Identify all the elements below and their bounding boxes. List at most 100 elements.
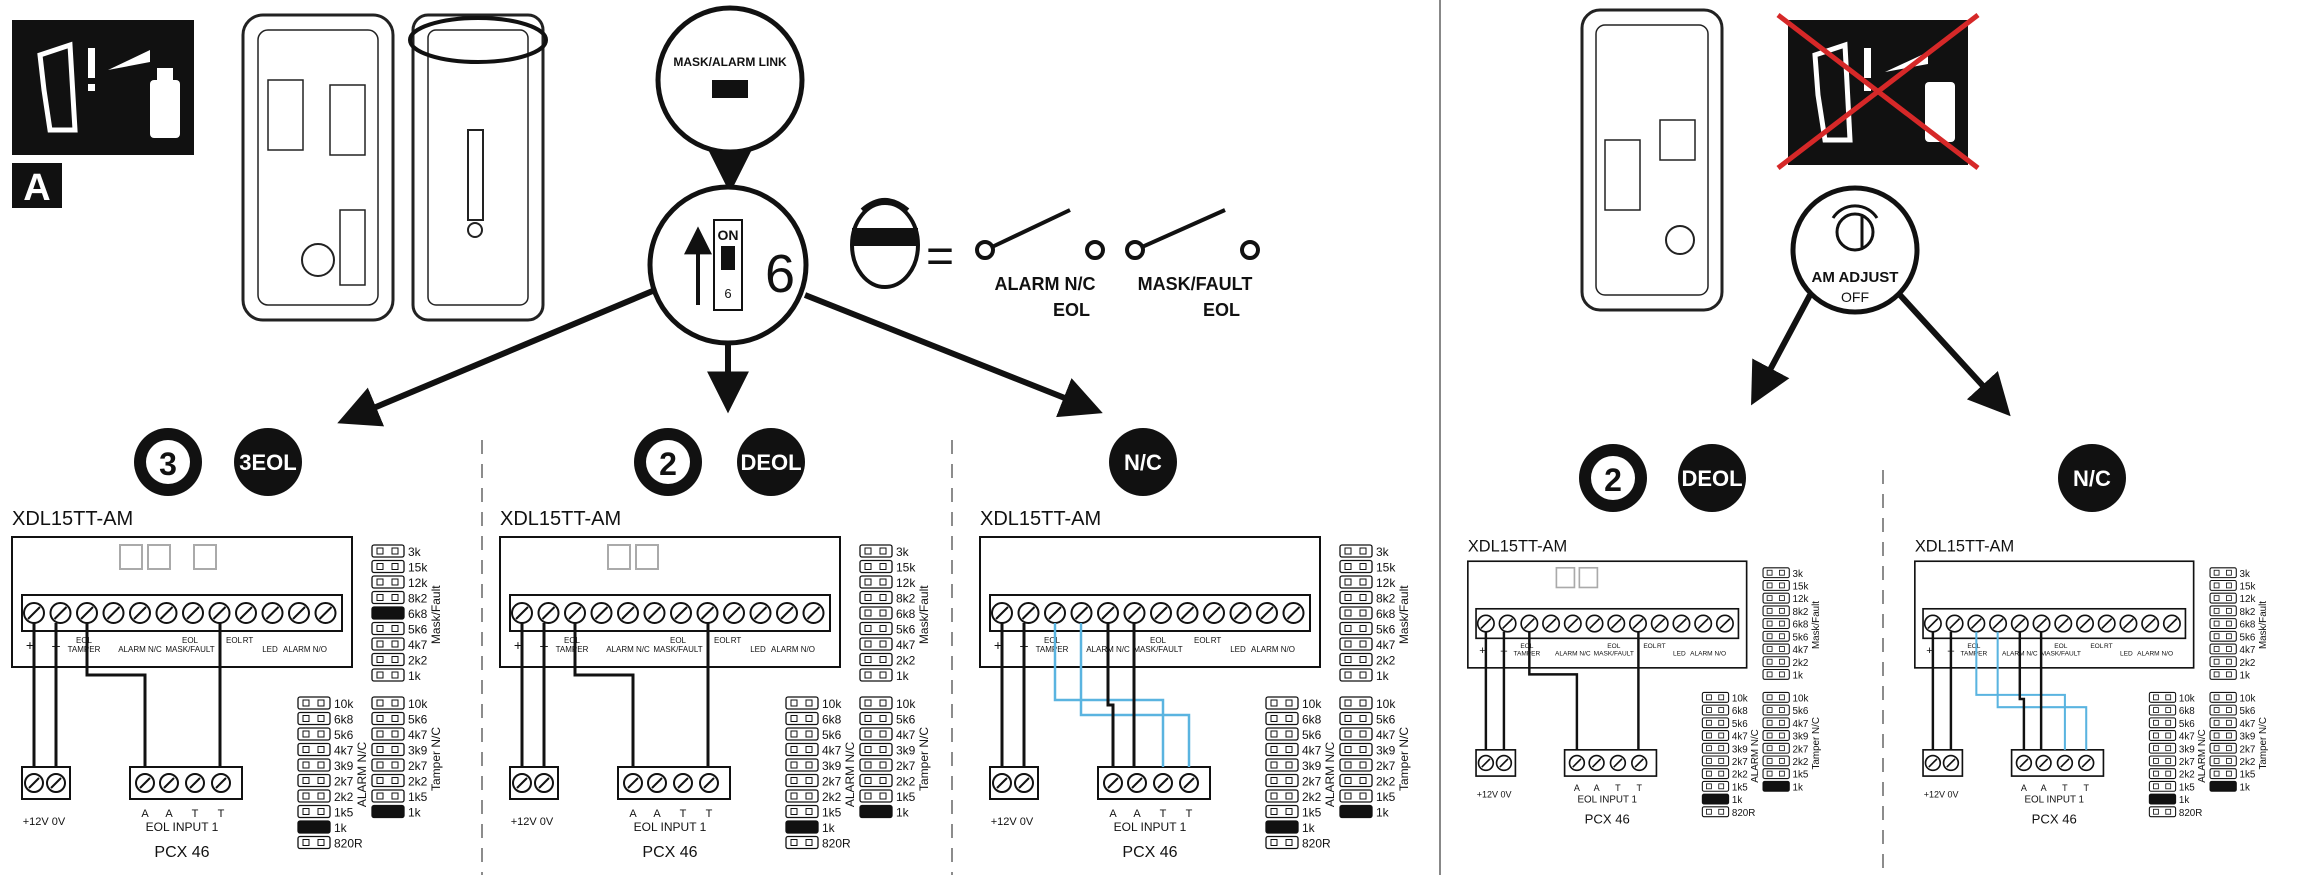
jumper-pin: [790, 761, 798, 769]
resistor-value: 2k2: [1376, 654, 1396, 668]
mask-switch-line2: EOL: [1203, 300, 1240, 320]
screw-slot: [516, 777, 528, 789]
jumper-pin: [1706, 770, 1712, 777]
terminal-label: MASK/FAULT: [653, 645, 702, 654]
resistor-value: 4k7: [408, 728, 428, 742]
resistor-jumper: [371, 804, 405, 819]
jumper-pin: [376, 792, 384, 800]
jumper-pin: [2153, 732, 2159, 739]
resistor-value: 3k9: [1302, 759, 1322, 773]
flow-arrow: [1897, 292, 2011, 417]
jumper-pin: [1779, 607, 1785, 614]
resistor-value: 1k5: [1302, 806, 1322, 820]
terminal-label: EOL: [76, 636, 93, 645]
jumper-pin: [864, 777, 872, 784]
terminal-label: EOL: [2054, 643, 2067, 650]
resistor-value: 2k2: [1302, 790, 1322, 804]
power-label: +12V 0V: [1477, 789, 1512, 799]
jumper-pin: [1766, 607, 1773, 614]
link-jumper: [1555, 566, 1576, 589]
resistor-value: 2k2: [896, 654, 916, 668]
jumper-pin: [317, 746, 325, 753]
terminal-label: RT: [1211, 636, 1222, 645]
terminal-label: MASK/FAULT: [165, 645, 214, 654]
jumper-pin: [2226, 719, 2232, 726]
input-label: EOL INPUT 1: [146, 820, 219, 834]
resistor-value: 2k7: [408, 759, 428, 773]
terminal-label: EOL: [2090, 643, 2103, 650]
jumper-pin: [317, 761, 325, 769]
terminal-label: EOL: [670, 636, 687, 645]
screw-slot: [239, 606, 253, 620]
jumper-pin: [376, 594, 384, 601]
jumper-pin: [2213, 582, 2220, 589]
link-highlight-ellipse: [408, 16, 548, 64]
link-jumper-icon: [712, 80, 748, 98]
jumper-pin: [805, 715, 813, 722]
jumper-pin: [805, 839, 813, 846]
anti-mask-disabled-icon: [1776, 13, 1980, 170]
jumper-pin: [1285, 730, 1293, 738]
resistor-value: 1k5: [1793, 770, 1809, 781]
alarm-wire: [2018, 631, 2026, 750]
resistor-value: 1k: [408, 669, 422, 683]
terminal-label: +: [26, 637, 34, 653]
screw-slot: [1131, 777, 1143, 789]
terminal-label: LED: [1673, 651, 1686, 658]
detector-model: XDL15TT-AM: [1915, 537, 2014, 555]
jumper-pin: [376, 547, 384, 555]
jumper-pin: [1359, 656, 1367, 663]
screw-slot: [212, 606, 227, 620]
jumper-pin: [2153, 770, 2159, 777]
resistor-group-title: Mask/Fault: [917, 585, 931, 644]
jumper-pin: [317, 808, 325, 815]
terminal-label: EOL: [226, 636, 243, 645]
screw-slot: [163, 777, 175, 789]
screw-slot: [677, 777, 689, 789]
resistor-value: 4k7: [334, 744, 354, 758]
resistor-value: 3k: [1376, 545, 1390, 559]
jumper-pin: [879, 699, 887, 707]
screw-slot: [1949, 618, 1961, 630]
jumper-pin: [317, 777, 325, 784]
jumper-pin: [2213, 569, 2220, 576]
jumper-pin: [864, 715, 872, 722]
jumper-pin: [1344, 656, 1352, 663]
resistor-value: 4k7: [2179, 732, 2195, 743]
resistor-value: 820R: [1302, 837, 1331, 851]
screw-slot: [1157, 777, 1169, 789]
jumper-pin: [790, 746, 798, 753]
resistor-value: 10k: [1732, 693, 1748, 704]
jumper-pin: [879, 609, 887, 617]
panel-model: PCX 46: [154, 844, 209, 861]
resistor-value: 6k8: [2240, 620, 2256, 631]
jumper-pin: [2213, 745, 2220, 752]
jumper-pin: [1766, 694, 1773, 701]
alarm-wire: [85, 623, 147, 767]
resistor-value: 5k6: [2240, 706, 2256, 717]
grade-2-badge-right: 2: [1579, 444, 1647, 512]
screw-slot: [133, 606, 147, 620]
screw-slot: [2057, 618, 2069, 630]
resistor-group-title: Mask/Fault: [2258, 601, 2269, 649]
jumper-pin: [790, 777, 798, 784]
rotary-knob-icon: [1831, 204, 1879, 252]
resistor-value: 2k2: [1732, 770, 1748, 781]
terminal-label: ALARM N/O: [1690, 651, 1726, 658]
jumper-pin: [376, 761, 384, 769]
dip-slider: [721, 246, 735, 270]
resistor-group-title: Tamper N/C: [1397, 727, 1411, 791]
resistor-value: 3k9: [822, 759, 842, 773]
terminal-label: LED: [750, 645, 766, 654]
resistor-value: 1k5: [1376, 790, 1396, 804]
jumper-pin: [2153, 783, 2159, 790]
jumper-pin: [2213, 671, 2220, 678]
screw-slot: [995, 606, 1009, 620]
dip-on-label: ON: [718, 227, 739, 243]
jumper-pin: [1344, 792, 1352, 800]
screw-slot: [1567, 618, 1579, 630]
jumper-pin: [391, 594, 399, 601]
jumper-pin: [391, 578, 399, 586]
panel-model: PCX 46: [2032, 812, 2077, 827]
